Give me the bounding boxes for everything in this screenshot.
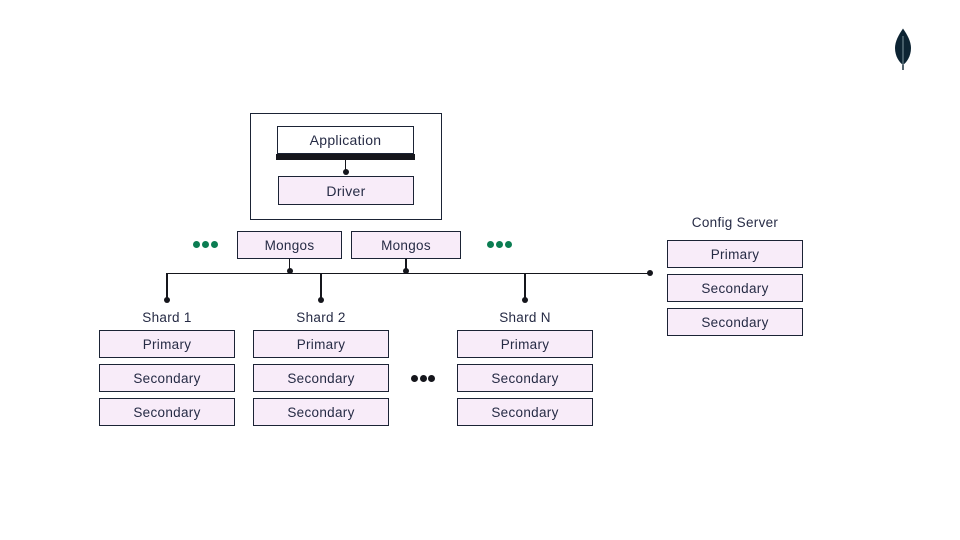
connector-mongos1-bus (288, 259, 291, 273)
config-server-title: Config Server (691, 215, 779, 230)
shard1-primary: Primary (99, 330, 235, 358)
shardN-primary-label: Primary (500, 336, 550, 352)
connector-shard1-drop (166, 273, 168, 299)
mongos-node-1: Mongos (237, 231, 342, 259)
mongodb-leaf-icon (893, 28, 913, 70)
shardN-primary: Primary (457, 330, 593, 358)
shard2-title: Shard 2 (296, 310, 346, 325)
connector-dot-driver (342, 168, 349, 175)
config-server-primary: Primary (667, 240, 803, 268)
shard2-secondary-1: Secondary (253, 364, 389, 392)
shard1-title: Shard 1 (142, 310, 192, 325)
config-server-secondary1-label: Secondary (701, 280, 769, 296)
shard2-secondary2-label: Secondary (287, 404, 355, 420)
shard1-primary-label: Primary (142, 336, 192, 352)
application-label: Application (309, 132, 382, 148)
config-server-secondary-1: Secondary (667, 274, 803, 302)
application-underline-bar (276, 154, 415, 160)
connector-bus-line (166, 272, 652, 274)
shard1-secondary-2: Secondary (99, 398, 235, 426)
mongos-label-2: Mongos (381, 237, 431, 253)
ellipsis-shards-icon (411, 375, 435, 382)
shardN-secondary1-label: Secondary (491, 370, 559, 386)
connector-dot-config-server (646, 270, 653, 276)
ellipsis-right-icon (487, 241, 512, 248)
shard2-secondary-2: Secondary (253, 398, 389, 426)
mongos-label-1: Mongos (264, 237, 315, 253)
shardN-secondary-1: Secondary (457, 364, 593, 392)
shard2-primary: Primary (253, 330, 389, 358)
shardN-title: Shard N (499, 310, 551, 325)
config-server-secondary-2: Secondary (667, 308, 803, 336)
config-server-primary-label: Primary (710, 246, 760, 262)
connector-dot-mongos1 (286, 267, 293, 274)
connector-shardN-drop (524, 273, 526, 299)
ellipsis-left-icon (193, 241, 218, 248)
connector-dot-shardN (522, 297, 528, 303)
connector-dot-mongos2 (403, 267, 409, 274)
connector-shard2-drop (320, 273, 322, 299)
connector-dot-shard2 (318, 297, 324, 303)
driver-label: Driver (326, 182, 366, 199)
shard1-secondary1-label: Secondary (133, 370, 201, 386)
connector-application-driver (344, 160, 347, 170)
config-server-secondary2-label: Secondary (701, 314, 769, 330)
connector-dot-shard1 (163, 297, 170, 303)
shard2-secondary1-label: Secondary (287, 370, 355, 386)
shard2-primary-label: Primary (296, 336, 346, 352)
shard1-secondary-1: Secondary (99, 364, 235, 392)
application-node: Application (277, 126, 414, 154)
shard1-secondary2-label: Secondary (133, 404, 201, 420)
connector-mongos2-bus (405, 259, 407, 273)
shardN-secondary2-label: Secondary (491, 404, 559, 420)
driver-node: Driver (278, 176, 414, 205)
mongos-node-2: Mongos (351, 231, 461, 259)
shardN-secondary-2: Secondary (457, 398, 593, 426)
